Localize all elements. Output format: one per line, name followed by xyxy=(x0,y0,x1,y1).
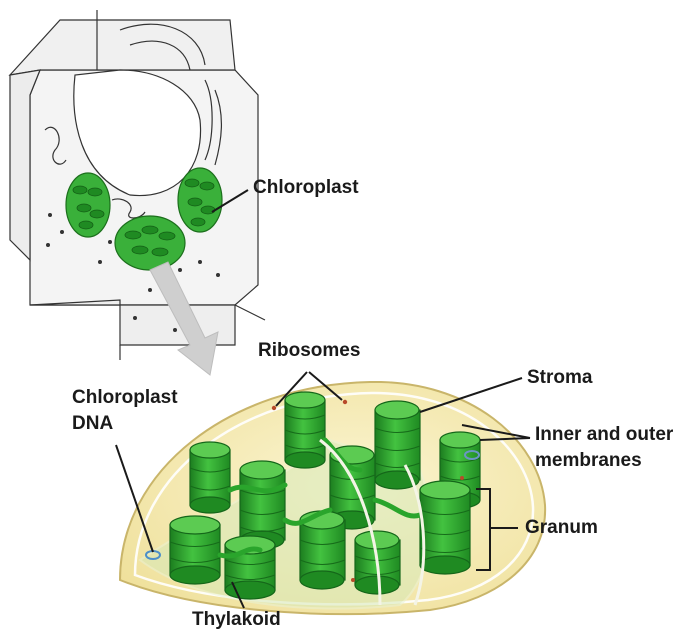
label-thylakoid: Thylakoid xyxy=(192,608,281,631)
granum-stack xyxy=(190,442,230,513)
label-chloroplast: Chloroplast xyxy=(253,176,359,199)
label-chloroplast-dna-line2: DNA xyxy=(72,412,113,435)
cell-chloroplast-right xyxy=(178,168,222,232)
cell-chloroplast-left xyxy=(66,173,110,237)
granum-stack xyxy=(225,536,275,599)
label-inner-outer-line1: Inner and outer xyxy=(535,423,673,446)
label-ribosomes: Ribosomes xyxy=(258,339,360,362)
granum-stack xyxy=(285,392,325,468)
label-inner-outer-line2: membranes xyxy=(535,449,642,472)
plant-cell xyxy=(10,10,265,360)
label-granum: Granum xyxy=(525,516,598,539)
label-chloroplast-dna-line1: Chloroplast xyxy=(72,386,178,409)
granum-stack xyxy=(420,481,470,574)
granum-stack xyxy=(170,516,220,584)
cell-chloroplast-bottom xyxy=(115,216,185,270)
chloroplast-cutaway xyxy=(120,382,545,614)
label-stroma: Stroma xyxy=(527,366,592,389)
cell-wall-top xyxy=(10,20,235,75)
granum-stack xyxy=(375,401,420,489)
